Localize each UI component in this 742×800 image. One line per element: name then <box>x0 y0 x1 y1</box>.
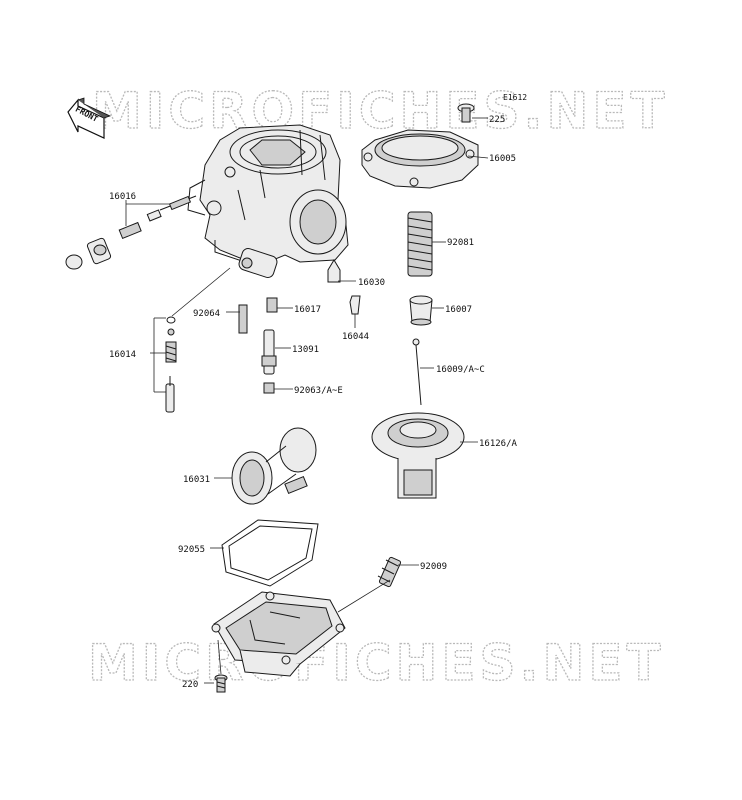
pilot-screw-16016 <box>65 195 197 270</box>
label-92063: 92063/A~E <box>294 386 343 396</box>
label-16014: 16014 <box>109 350 136 360</box>
float-bowl <box>211 591 346 677</box>
label-16007: 16007 <box>445 305 472 315</box>
label-92009: 92009 <box>420 562 447 572</box>
leader-lines <box>125 117 489 684</box>
label-220: 220 <box>182 680 198 690</box>
label-16016: 16016 <box>109 192 136 202</box>
needle-holder-16007 <box>409 295 433 326</box>
watermark-bottom: MICROFICHES.NET <box>88 634 665 692</box>
label-92055: 92055 <box>178 545 205 555</box>
front-arrow-icon: FRONT <box>67 97 112 139</box>
jet-16017 <box>266 297 278 313</box>
drain-screw-92009 <box>377 556 402 588</box>
label-16031: 16031 <box>183 475 210 485</box>
label-225: 225 <box>489 115 505 125</box>
label-16044: 16044 <box>342 332 369 342</box>
label-16126: 16126/A <box>479 439 518 449</box>
float-valve-16030 <box>327 259 341 283</box>
watermark-top: MICROFICHES.NET <box>92 82 669 140</box>
needle-jet-13091 <box>261 329 277 375</box>
jet-92064 <box>238 304 248 334</box>
ref-code: E1612 <box>503 93 527 102</box>
diaphragm-16126 <box>371 412 465 499</box>
spring-92081 <box>407 211 433 277</box>
label-16017: 16017 <box>294 305 321 315</box>
screw-220 <box>214 674 228 693</box>
gasket-92055 <box>221 519 319 587</box>
clip-16044 <box>349 295 361 315</box>
top-cover <box>361 129 479 189</box>
carburetor-body <box>187 124 349 278</box>
label-16009: 16009/A~C <box>436 365 485 375</box>
label-92081: 92081 <box>447 238 474 248</box>
main-jet-92063 <box>263 382 275 394</box>
label-16030: 16030 <box>358 278 385 288</box>
float-16031 <box>231 427 317 505</box>
screw-225 <box>457 103 475 123</box>
label-13091: 13091 <box>292 345 319 355</box>
label-92064: 92064 <box>193 309 220 319</box>
jet-needle-16009 <box>412 338 422 406</box>
label-16005: 16005 <box>489 154 516 164</box>
screw-set-16014 <box>165 316 177 413</box>
